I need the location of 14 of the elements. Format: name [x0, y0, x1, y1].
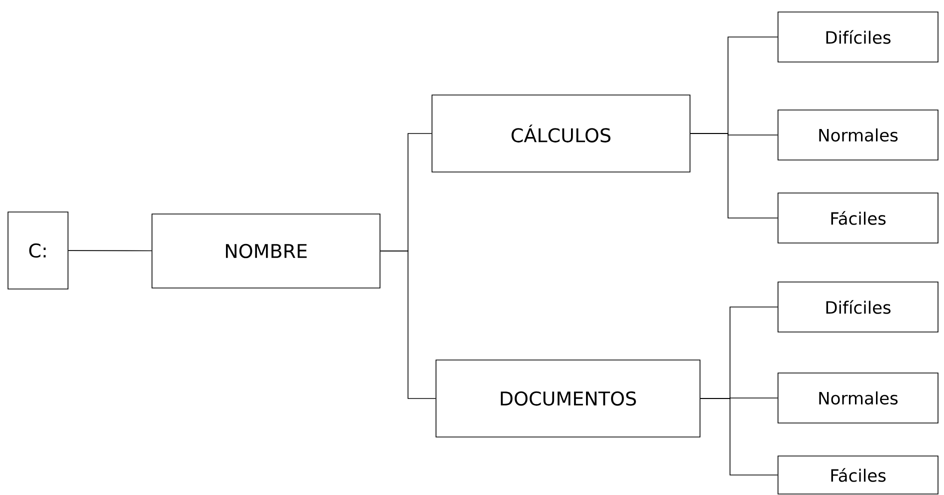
drive-box: C: — [8, 212, 68, 290]
category-box: Difíciles — [778, 282, 938, 332]
category-box: Normales — [778, 110, 938, 160]
folder-box: NOMBRE — [152, 214, 380, 288]
category-box: Fáciles — [778, 192, 938, 244]
connector-line — [68, 250, 152, 252]
category-box: Fáciles — [778, 456, 938, 494]
connector-line — [690, 133, 778, 218]
folder-box: DOCUMENTOS — [436, 360, 700, 438]
folder-box: CÁLCULOS — [432, 94, 690, 172]
category-box: Normales — [778, 372, 938, 424]
connector-line — [700, 398, 778, 476]
connector-line — [380, 250, 436, 399]
category-box: Difíciles — [778, 12, 938, 62]
